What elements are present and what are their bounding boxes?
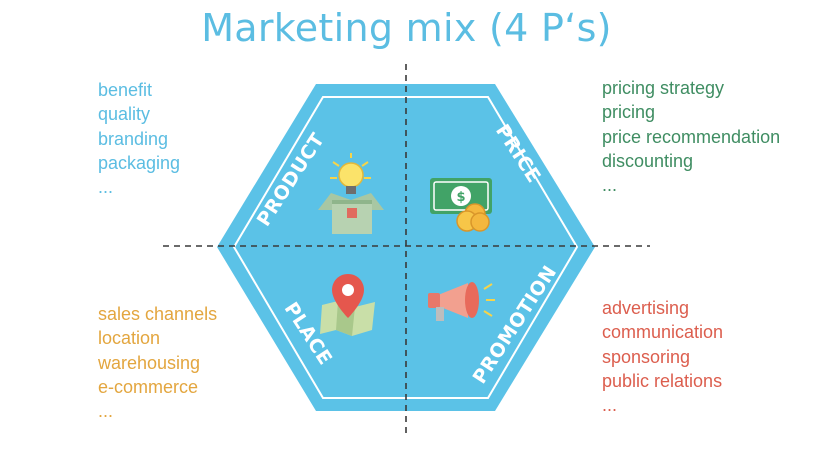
promotion-item: public relations	[602, 370, 723, 391]
price-item: ...	[602, 175, 618, 196]
svg-text:$: $	[456, 190, 465, 205]
price-list: pricing strategy pricing price recommend…	[602, 76, 780, 197]
promotion-item: sponsoring	[602, 346, 691, 367]
hexagon-shape	[217, 84, 595, 411]
price-item: discounting	[602, 150, 694, 171]
lightbulb-box-icon	[318, 153, 384, 234]
promotion-item: communication	[602, 322, 724, 343]
promotion-item: advertising	[602, 298, 690, 318]
place-item: e-commerce	[98, 376, 199, 397]
hexagon-inner-outline	[232, 96, 579, 399]
place-item: warehousing	[98, 352, 201, 373]
product-item: quality	[98, 104, 151, 125]
money-coins-icon: $	[430, 178, 492, 232]
promotion-list: advertising communication sponsoring pub…	[602, 296, 723, 417]
map-pin-icon	[320, 274, 375, 336]
place-item: ...	[98, 401, 114, 422]
place-item: sales channels	[98, 304, 218, 324]
megaphone-icon	[428, 282, 495, 321]
promotion-item: ...	[602, 395, 618, 416]
product-item: packaging	[98, 152, 181, 173]
product-item: ...	[98, 177, 114, 198]
product-list: benefit quality branding packaging ...	[98, 78, 180, 199]
price-item: pricing strategy	[602, 78, 725, 98]
price-item: price recommendation	[602, 126, 781, 147]
place-list: sales channels location warehousing e-co…	[98, 302, 217, 423]
diagram-title: Marketing mix (4 P‘s)	[201, 6, 612, 50]
product-item: benefit	[98, 80, 153, 100]
price-item: pricing	[602, 102, 656, 123]
product-item: branding	[98, 128, 169, 149]
place-item: location	[98, 328, 161, 349]
